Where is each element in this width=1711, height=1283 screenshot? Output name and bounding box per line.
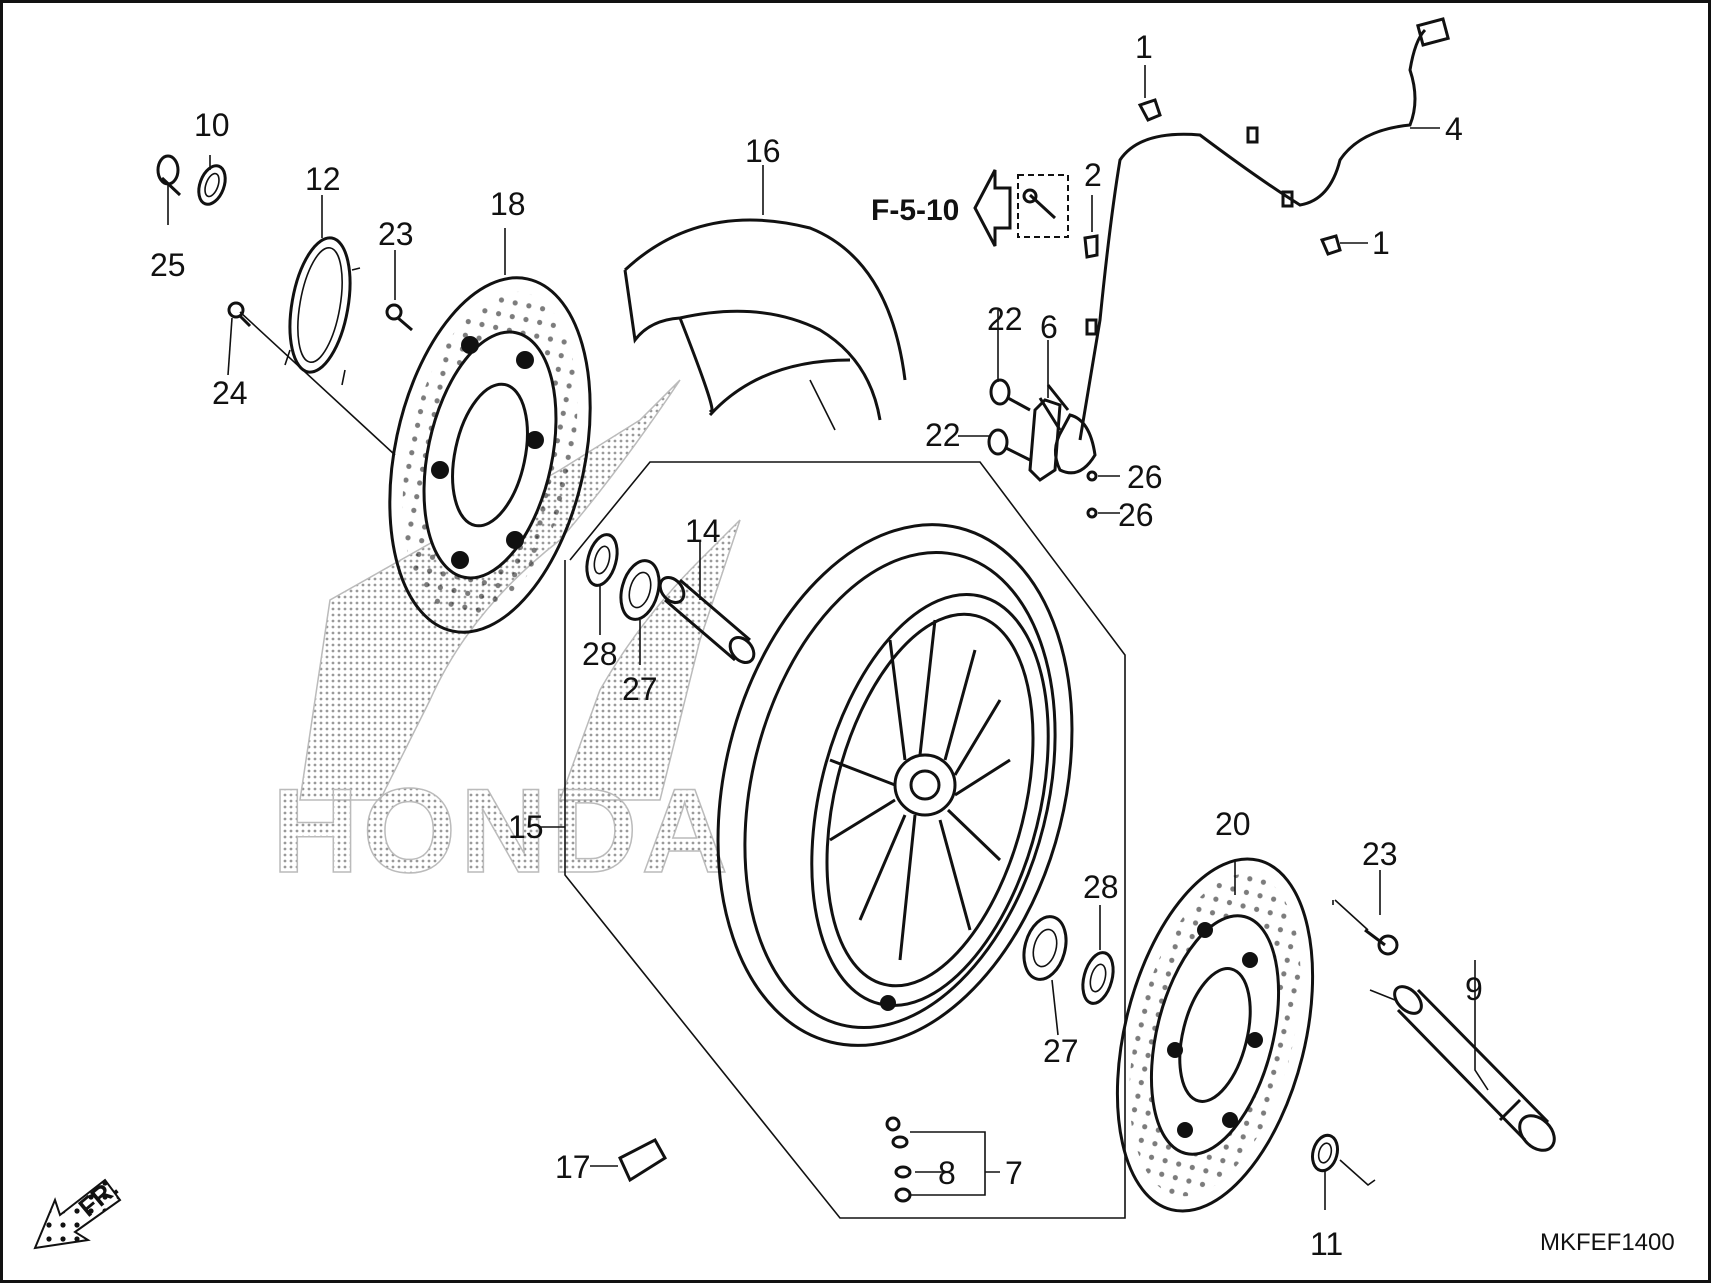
callout-1-right: 1	[1372, 225, 1390, 261]
callout-28-left: 28	[582, 636, 618, 672]
assembly-bracket	[564, 461, 1126, 1219]
bearing-27-right	[1022, 915, 1068, 981]
bearing-28-right	[1081, 951, 1115, 1005]
cable-clamp-1-right	[1319, 234, 1342, 256]
watermark-text: HONDA	[272, 764, 732, 898]
callout-8: 8	[938, 1155, 956, 1191]
tire	[623, 218, 907, 431]
distance-collar-14	[658, 575, 756, 665]
callout-12: 12	[305, 161, 341, 197]
callout-11: 11	[1310, 1226, 1343, 1262]
callout-26-upper: 26	[1127, 459, 1163, 495]
right-brake-disc	[1115, 857, 1315, 1213]
callout-20: 20	[1215, 806, 1251, 842]
cable-clamp-1-top	[1137, 98, 1162, 122]
air-valve	[885, 1116, 1000, 1203]
front-wheel	[716, 523, 1074, 1047]
callout-16: 16	[745, 133, 781, 169]
collar-10	[197, 164, 227, 206]
reference-label: F-5-10	[871, 194, 959, 227]
callout-22-lower: 22	[925, 417, 961, 453]
balance-weight-17	[590, 1138, 668, 1183]
axle-leaders	[1332, 899, 1396, 1187]
callout-28-right: 28	[1083, 869, 1119, 905]
callout-25: 25	[150, 247, 186, 283]
callout-9: 9	[1465, 971, 1483, 1007]
sensor-bracket-6	[1028, 398, 1062, 482]
callout-14: 14	[685, 513, 721, 549]
callout-27-right: 27	[1043, 1033, 1079, 1069]
diagram-code: MKFEF1400	[1540, 1229, 1675, 1256]
cable-clamp-2	[1083, 234, 1099, 259]
callout-leaders	[167, 65, 1489, 1210]
bolt-23-right	[1364, 928, 1399, 956]
bearing-28-left	[585, 533, 619, 587]
callout-26-lower: 26	[1118, 497, 1154, 533]
callout-7: 7	[1005, 1155, 1023, 1191]
bolt-25	[156, 154, 182, 197]
reference-arrow: F-5-10	[871, 169, 1069, 247]
nut-26-lower	[1086, 507, 1098, 519]
callout-27-left: 27	[622, 671, 658, 707]
callout-24: 24	[212, 375, 248, 411]
side-collar-11	[1311, 1133, 1339, 1173]
pulser-ring	[284, 236, 361, 386]
front-axle	[1393, 985, 1556, 1152]
callout-15: 15	[508, 809, 544, 845]
bearing-27-left	[619, 559, 661, 621]
callout-17: 17	[555, 1149, 591, 1185]
bolt-24	[227, 301, 252, 328]
bolt-22-upper	[989, 378, 1031, 412]
callout-22-upper: 22	[987, 301, 1023, 337]
bolt-23-left	[385, 303, 413, 332]
callout-23-right: 23	[1362, 836, 1398, 872]
callout-labels: 1 1 2 4 6 7 8 9 10 11 12 14 15 16 17 18 …	[150, 29, 1483, 1262]
callout-6: 6	[1040, 309, 1058, 345]
callout-1-top: 1	[1135, 29, 1153, 65]
callout-23-left: 23	[378, 216, 414, 252]
left-brake-disc	[388, 276, 592, 634]
callout-2: 2	[1084, 157, 1102, 193]
nut-26-upper	[1086, 470, 1098, 482]
callout-4: 4	[1445, 111, 1463, 147]
callout-18: 18	[490, 186, 526, 222]
bolt-22-lower	[987, 428, 1031, 462]
callout-10: 10	[194, 107, 230, 143]
forward-direction-arrow: FR.	[33, 1173, 124, 1250]
